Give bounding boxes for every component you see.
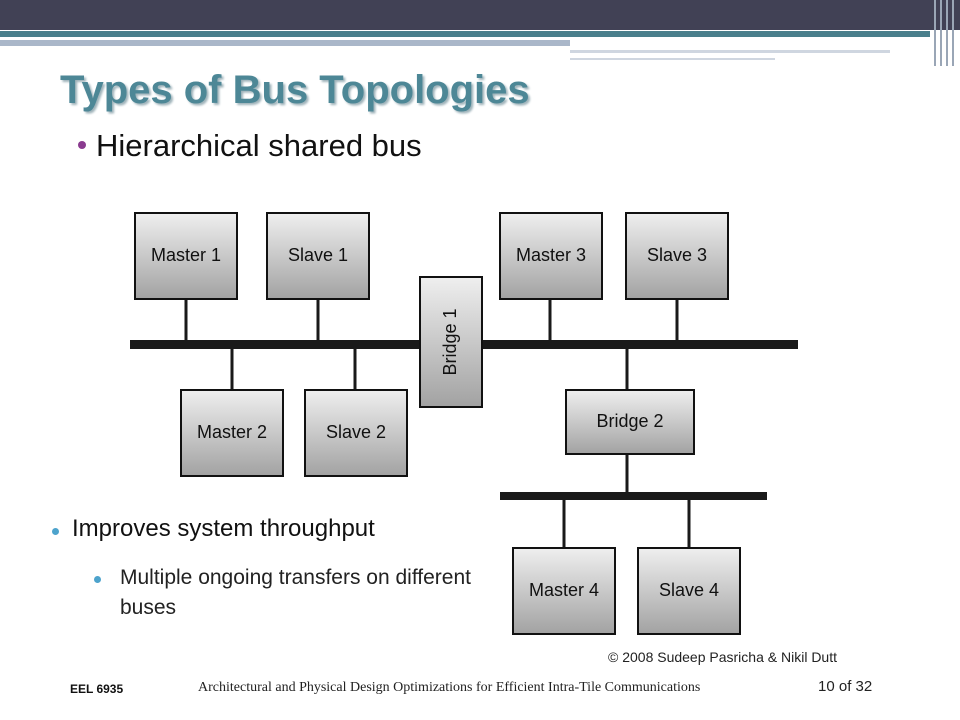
node-label: Master 2 bbox=[197, 422, 267, 442]
footer-title: Architectural and Physical Design Optimi… bbox=[198, 680, 701, 695]
connector-lines bbox=[184, 299, 691, 548]
bullet-dot bbox=[52, 528, 59, 535]
main-bullet: Hierarchical shared bus bbox=[78, 128, 422, 164]
sub-bullet-2: Multiple ongoing transfers on different … bbox=[120, 566, 471, 619]
copyright-text: © 2008 Sudeep Pasricha & Nikil Dutt bbox=[608, 649, 837, 665]
node-label: Master 3 bbox=[516, 245, 586, 265]
sub-bullet-1: Improves system throughput bbox=[72, 515, 375, 542]
node-master2: Master 2 bbox=[180, 389, 284, 477]
node-label: Slave 2 bbox=[326, 422, 386, 442]
node-label: Bridge 1 bbox=[440, 308, 460, 375]
node-label: Slave 3 bbox=[647, 245, 707, 265]
node-master4: Master 4 bbox=[512, 547, 616, 635]
course-code: EEL 6935 bbox=[70, 682, 124, 696]
header-stripe bbox=[0, 31, 930, 37]
node-bridge1: Bridge 1 bbox=[419, 276, 483, 408]
header-bar bbox=[0, 0, 960, 30]
node-slave2: Slave 2 bbox=[304, 389, 408, 477]
header-stripe bbox=[0, 40, 570, 46]
node-master3: Master 3 bbox=[499, 212, 603, 300]
node-label: Master 4 bbox=[529, 580, 599, 600]
node-label: Master 1 bbox=[151, 245, 221, 265]
slide-title: Types of Bus Topologies bbox=[60, 68, 530, 112]
bus-line-sub bbox=[500, 492, 767, 500]
node-bridge2: Bridge 2 bbox=[565, 389, 695, 455]
bullet-dot bbox=[94, 576, 101, 583]
node-slave4: Slave 4 bbox=[637, 547, 741, 635]
node-label: Slave 1 bbox=[288, 245, 348, 265]
node-label: Bridge 2 bbox=[596, 411, 663, 431]
node-slave3: Slave 3 bbox=[625, 212, 729, 300]
node-master1: Master 1 bbox=[134, 212, 238, 300]
header-stripe bbox=[570, 58, 775, 60]
node-label: Slave 4 bbox=[659, 580, 719, 600]
page-number: 10 of 32 bbox=[818, 678, 873, 695]
node-slave1: Slave 1 bbox=[266, 212, 370, 300]
bullet-dot bbox=[78, 140, 86, 149]
header-stripe bbox=[570, 50, 890, 53]
main-bullet-text: Hierarchical shared bus bbox=[96, 128, 422, 163]
corner-stripes bbox=[932, 0, 960, 66]
